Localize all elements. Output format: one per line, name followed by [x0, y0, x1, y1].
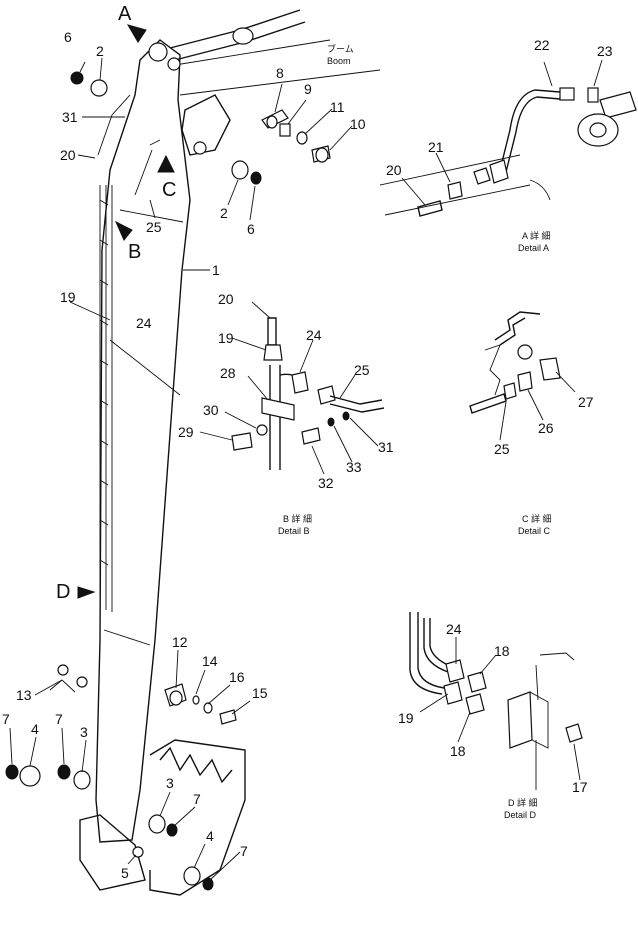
detail-b-callout-24: 24: [306, 327, 322, 343]
callout-7b: 7: [55, 711, 63, 727]
callout-31: 31: [62, 109, 78, 125]
bucket: [149, 739, 246, 896]
arrow-b-icon: [114, 220, 133, 241]
detail-d-callout-18b: 18: [450, 743, 466, 759]
callout-1: 1: [212, 262, 220, 278]
detail-a-callout-23: 23: [597, 43, 613, 59]
callout-9: 9: [304, 81, 312, 97]
view-letter-c: C: [162, 179, 176, 201]
callout-6: 6: [64, 29, 72, 45]
callout-11: 11: [330, 99, 345, 115]
detail-a-title-en: Detail A: [518, 243, 549, 253]
detail-d-callout-18: 18: [494, 643, 510, 659]
arm-body: [95, 39, 191, 843]
arrow-c-icon: [157, 154, 175, 173]
detail-c-callout-26: 26: [538, 420, 554, 436]
detail-b-callout-32: 32: [318, 475, 334, 491]
detail-a-callout-22: 22: [534, 37, 550, 53]
detail-d-callout-19: 19: [398, 710, 414, 726]
detail-a-title-jp: A 詳 細: [522, 230, 551, 241]
detail-c-callout-25: 25: [494, 441, 510, 457]
callout-3b: 3: [166, 775, 174, 791]
view-letter-d: D: [56, 581, 70, 603]
view-letter-a: A: [118, 3, 132, 25]
callout-7c: 7: [193, 791, 201, 807]
callout-25: 25: [146, 219, 162, 235]
detail-c-title-jp: C 詳 細: [522, 513, 552, 524]
callout-7a: 7: [2, 711, 10, 727]
main-callouts: 6 2 31 20 8 9 11 10 2 6 25 1 19 24 12 14…: [2, 29, 366, 881]
callout-14: 14: [202, 653, 218, 669]
arm-assembly: [5, 9, 381, 896]
detail-d-callout-24: 24: [446, 621, 462, 637]
detail-a: [379, 59, 637, 217]
detail-b-callout-33: 33: [346, 459, 362, 475]
callout-19: 19: [60, 289, 76, 305]
callout-4b: 4: [206, 828, 214, 844]
detail-d-callout-17: 17: [572, 779, 588, 795]
detail-c-title-en: Detail C: [518, 526, 551, 536]
detail-d: [409, 612, 583, 790]
detail-c-callout-27: 27: [578, 394, 594, 410]
callout-12: 12: [172, 634, 188, 650]
callout-20: 20: [60, 147, 76, 163]
detail-b-title-jp: B 詳 細: [283, 513, 312, 524]
boom-label-jp: ブーム: [327, 43, 354, 54]
detail-a-callout-20: 20: [386, 162, 402, 178]
detail-d-title-en: Detail D: [504, 810, 537, 820]
detail-b-callout-29: 29: [178, 424, 194, 440]
detail-d-title-jp: D 詳 細: [508, 797, 538, 808]
boom-bracket: [181, 94, 231, 156]
detail-b-callout-30: 30: [203, 402, 219, 418]
callout-24: 24: [136, 315, 152, 331]
callout-10: 10: [350, 116, 366, 132]
callout-13: 13: [16, 687, 32, 703]
detail-b-callout-19: 19: [218, 330, 234, 346]
detail-b-callout-25: 25: [354, 362, 370, 378]
arrow-a-icon: [126, 24, 147, 43]
callout-7d: 7: [240, 843, 248, 859]
callout-15: 15: [252, 685, 268, 701]
detail-a-callout-21: 21: [428, 139, 444, 155]
callout-6b: 6: [247, 221, 255, 237]
detail-b-callout-28: 28: [220, 365, 236, 381]
detail-b-title-en: Detail B: [278, 526, 310, 536]
detail-b: [199, 301, 385, 475]
detail-b-callout-31: 31: [378, 439, 394, 455]
callout-2: 2: [96, 43, 104, 59]
arm-hose: [99, 185, 113, 612]
callout-16: 16: [229, 669, 245, 685]
detail-c: [469, 311, 576, 441]
view-letter-b: B: [128, 241, 141, 263]
arrow-d-icon: [77, 586, 96, 599]
callout-5: 5: [121, 865, 129, 881]
callout-4a: 4: [31, 721, 39, 737]
callout-3a: 3: [80, 724, 88, 740]
callout-2b: 2: [220, 205, 228, 221]
boom-label-en: Boom: [327, 56, 351, 66]
detail-b-callout-20: 20: [218, 291, 234, 307]
callout-8: 8: [276, 65, 284, 81]
